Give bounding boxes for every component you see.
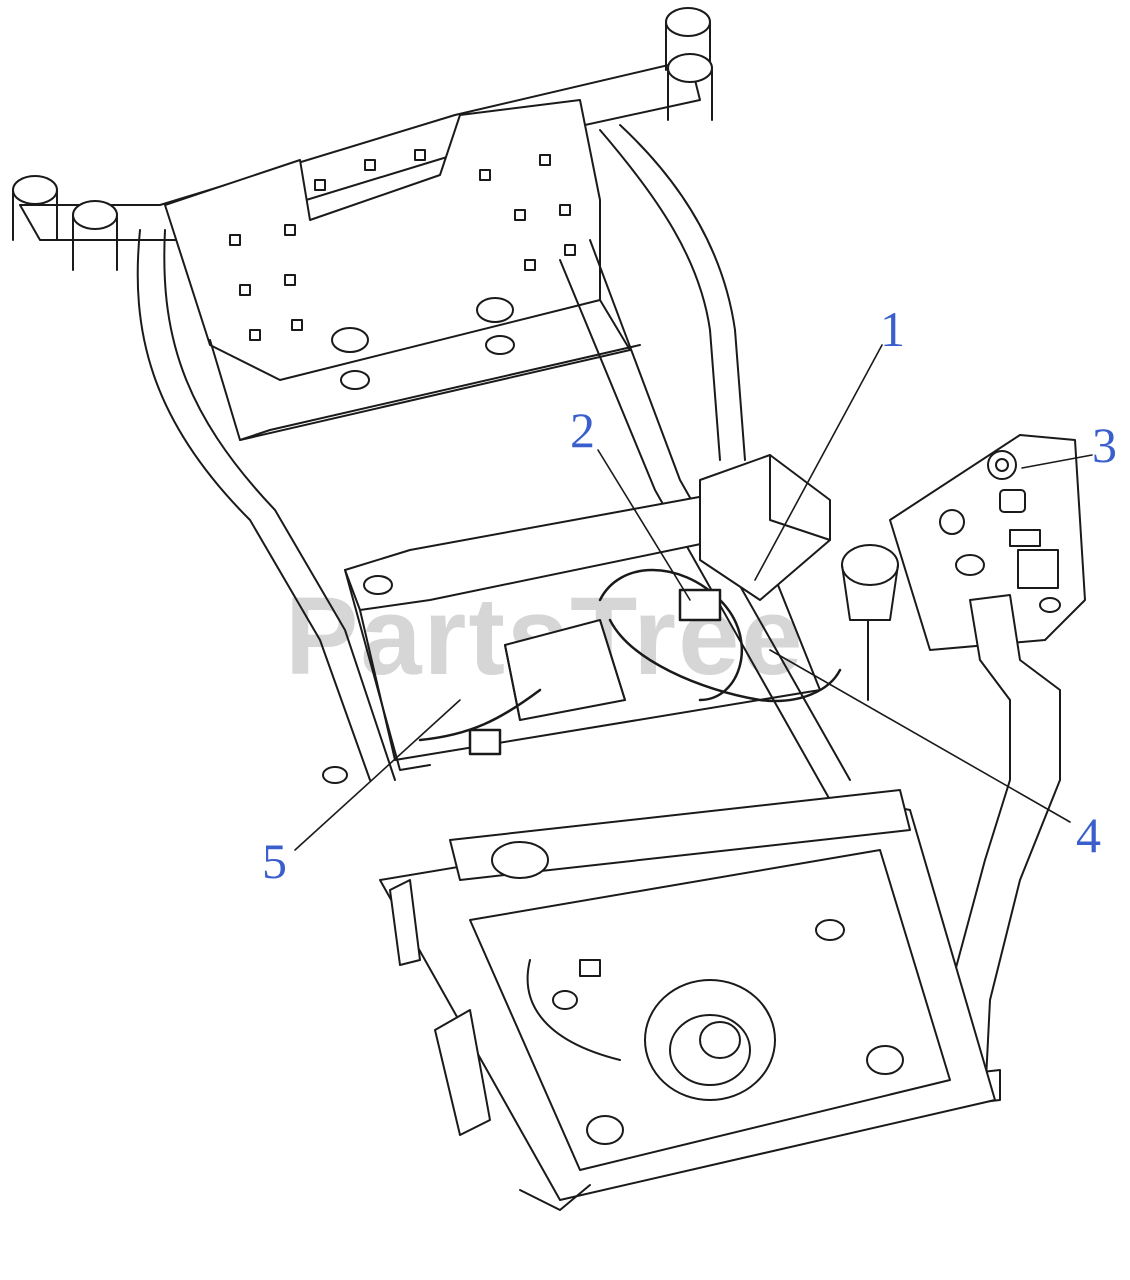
wiring-harness (418, 568, 842, 756)
leader-line-1 (754, 344, 883, 581)
callout-5: 5 (262, 833, 287, 889)
seat-mount-plate (164, 99, 641, 441)
leader-line-4 (769, 649, 1071, 823)
callout-3: 3 (1092, 417, 1117, 473)
leader-line-2 (597, 449, 691, 601)
side-frame-tubes (136, 124, 851, 801)
callout-1: 1 (880, 301, 905, 357)
control-panel (889, 434, 1086, 651)
leader-line-5 (294, 699, 461, 851)
leader-line-3 (1021, 454, 1093, 469)
leader-lines (294, 344, 1093, 851)
callout-2: 2 (570, 402, 595, 458)
left-front-bracket (322, 766, 491, 1136)
lower-deck (379, 789, 996, 1211)
top-cross-tube (12, 7, 713, 271)
callout-4: 4 (1076, 807, 1101, 863)
pivot-block (699, 454, 899, 701)
